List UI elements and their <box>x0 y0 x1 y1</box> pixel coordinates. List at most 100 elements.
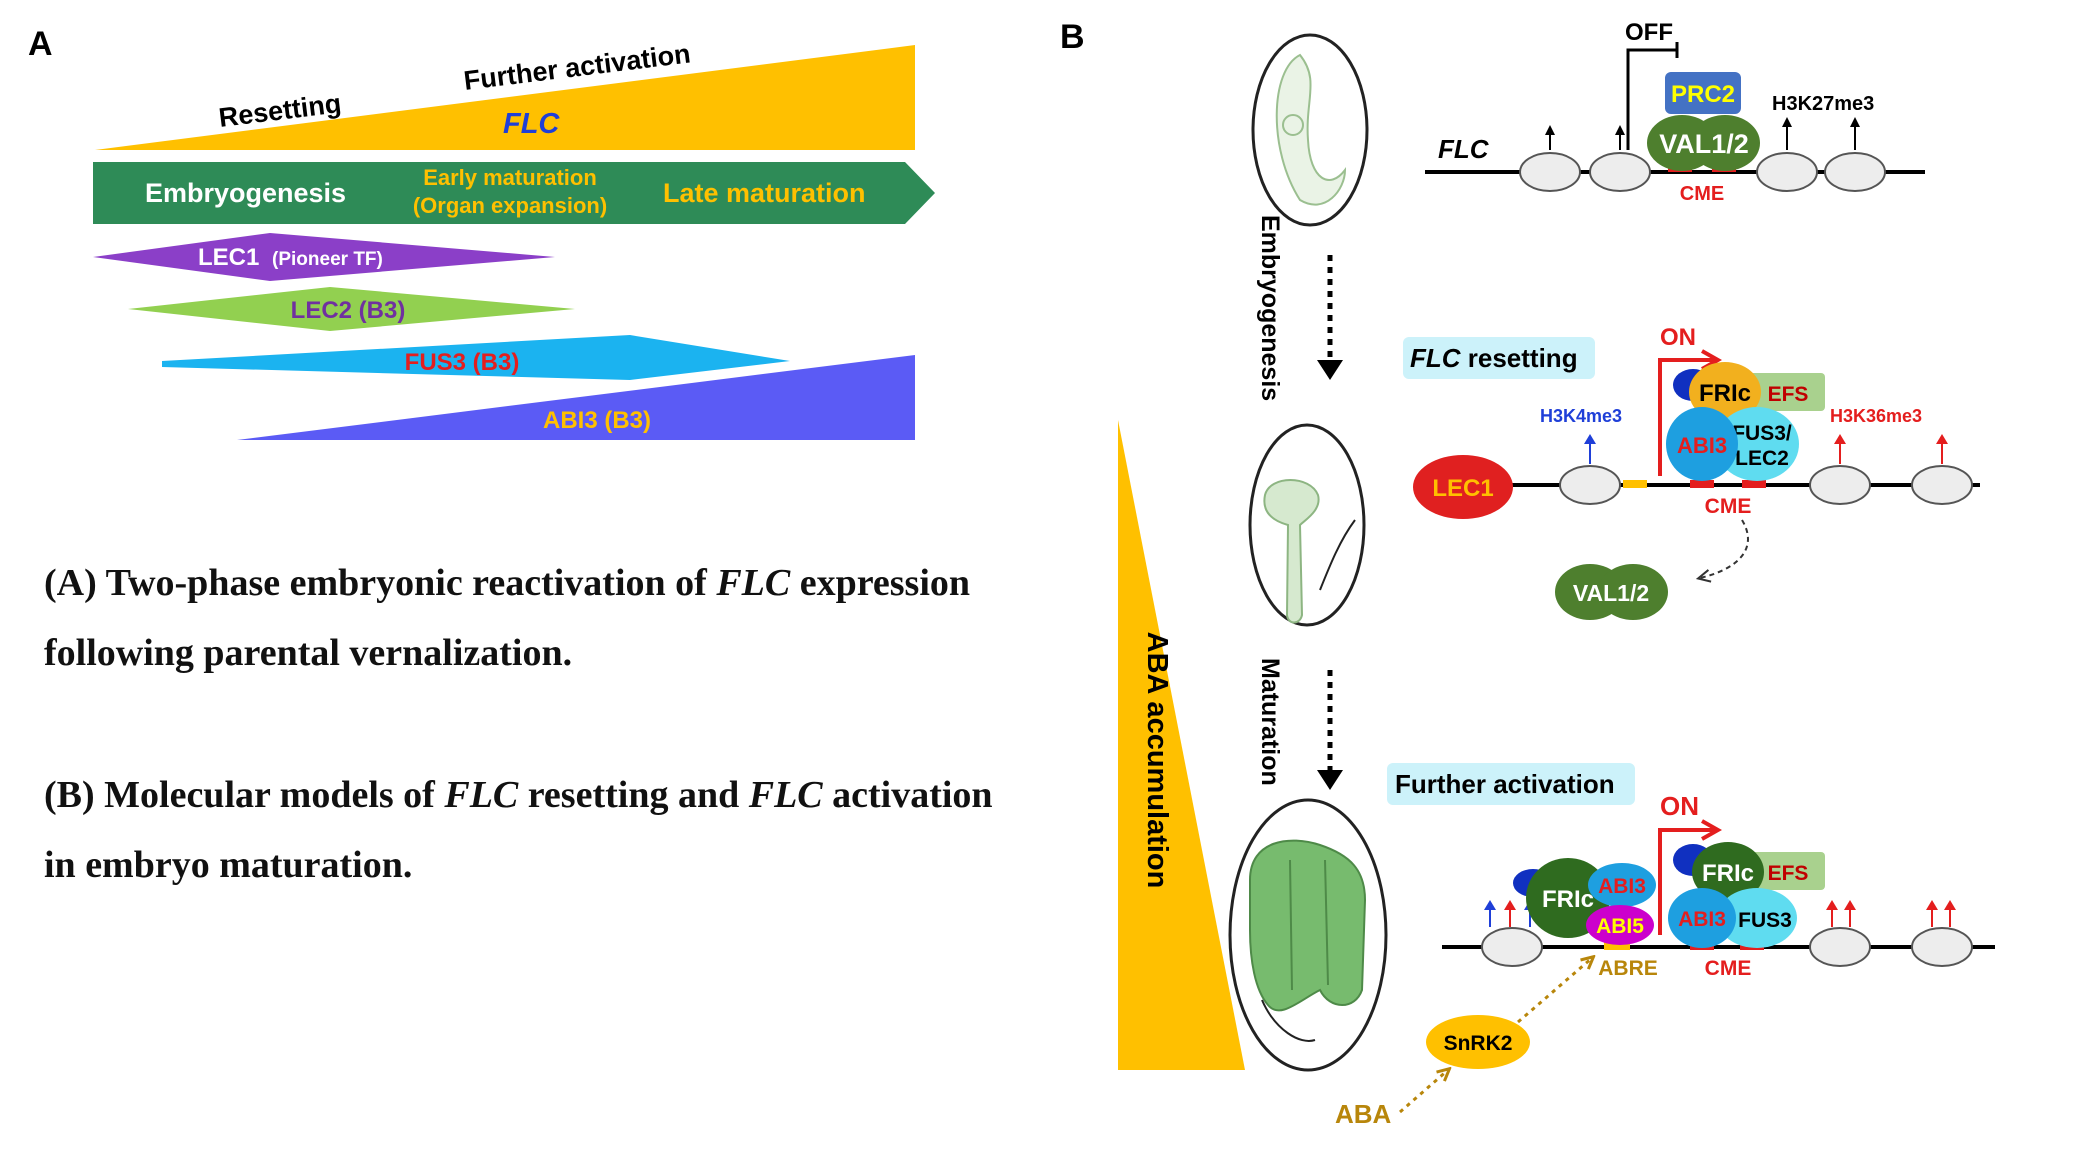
lec1-note: (Pioneer TF) <box>272 249 383 270</box>
model-further-activation: Further activation FRIc ABI3 ABI5 ABRE O… <box>1335 763 1995 1129</box>
resetting-title-gene: FLC <box>1410 343 1462 373</box>
fus3-bar <box>162 335 790 380</box>
h3k36me3-mark-head <box>1834 434 1846 444</box>
efs-box <box>1748 852 1825 890</box>
nucleosome <box>1519 152 1581 192</box>
nucleosome <box>1589 152 1651 192</box>
panel-b-label: B <box>1060 18 1085 56</box>
cme-label-middle: CME <box>1705 495 1752 518</box>
stage-early-maturation: Early maturation <box>423 165 597 190</box>
lec1-protein <box>1413 455 1513 519</box>
caption-b-mid: resetting and <box>518 774 749 816</box>
on-label-middle: ON <box>1660 324 1696 351</box>
off-repression-symbol <box>1626 42 1679 150</box>
h3k36me3-mark <box>1944 900 1956 910</box>
snrk2-to-abre-arrow <box>1517 958 1592 1024</box>
stage-arrow <box>93 162 935 224</box>
cme-label-top: CME <box>1680 183 1724 205</box>
abi3-protein-right <box>1668 888 1736 948</box>
h3k36me3-mark <box>1844 900 1856 910</box>
val12-evicted-label: VAL1/2 <box>1573 580 1649 606</box>
fus3-bar-label: FUS3 (B3) <box>405 349 520 376</box>
panel-a-label: A <box>28 25 53 63</box>
abi3-label-right: ABI3 <box>1678 908 1726 931</box>
activation-title-box <box>1387 763 1635 805</box>
flc-wedge <box>95 45 915 150</box>
fric-label-middle: FRIc <box>1699 380 1751 407</box>
h3k27me3-label: H3K27me3 <box>1772 93 1874 115</box>
caption-b-suffix: activation <box>822 774 993 816</box>
caption-a-prefix: (A) Two-phase embryonic reactivation of <box>44 562 717 604</box>
cme-site <box>1690 480 1714 488</box>
aba-accumulation-label: ABA accumulation <box>1141 632 1173 889</box>
snrk2-protein <box>1426 1015 1530 1069</box>
on-label-bottom: ON <box>1660 791 1699 821</box>
fus3-lec2-label-line2: LEC2 <box>1735 447 1789 470</box>
seed-middle <box>1248 423 1366 627</box>
resetting-title: FLC resetting <box>1410 343 1578 373</box>
val-protein-evicted <box>1598 564 1668 620</box>
val-eviction-arrow <box>1700 519 1749 578</box>
nucleosome <box>1809 927 1871 967</box>
caption-b-gene2: FLC <box>748 774 823 816</box>
cme-label-bottom: CME <box>1705 957 1752 980</box>
lec1-bar <box>93 233 555 281</box>
cme-site <box>1742 480 1766 488</box>
activation-title: Further activation <box>1395 769 1615 799</box>
model-resetting: FLC resetting H3K4me3 H3K36me3 LEC1 ON E… <box>1403 324 1980 620</box>
h3k4me3-mark-head <box>1584 434 1596 444</box>
h3k4me3-mark <box>1484 900 1496 910</box>
abi3-label-middle: ABI3 <box>1677 433 1727 458</box>
promoter-site <box>1623 480 1647 488</box>
fric-label-left: FRIc <box>1542 886 1594 913</box>
on-arrow-bottom <box>1658 830 1718 935</box>
abi3-bar-label: ABI3 (B3) <box>543 407 651 434</box>
dotted-arrow-1-head <box>1317 360 1343 380</box>
flc-gene-label: FLC <box>1438 134 1490 164</box>
snrk2-label: SnRK2 <box>1444 1032 1513 1055</box>
nucleosome <box>1911 465 1973 505</box>
caption-a-line2: following parental vernalization. <box>44 632 573 674</box>
h3k36me3-label: H3K36me3 <box>1830 406 1922 426</box>
fus3-lec2-label-line1: FUS3/ <box>1732 422 1792 445</box>
abi3-protein-left <box>1588 863 1656 907</box>
embryogenesis-vertical-label: Embryogenesis <box>1256 215 1284 401</box>
abi5-label: ABI5 <box>1596 915 1644 938</box>
abi5-protein <box>1586 905 1654 945</box>
h3k36me3-mark <box>1504 900 1516 910</box>
fric-protein <box>1689 362 1761 422</box>
efs-box <box>1748 373 1825 411</box>
prc2-box <box>1665 72 1741 114</box>
stage-late-maturation: Late maturation <box>663 178 866 208</box>
caption-b-prefix: (B) Molecular models of <box>44 774 445 816</box>
maturation-vertical-label: Maturation <box>1256 658 1284 786</box>
abi3-label-left: ABI3 <box>1598 875 1646 898</box>
caption-b-gene1: FLC <box>444 774 519 816</box>
lec1-name: LEC1 <box>198 244 259 271</box>
seed-early <box>1251 33 1369 227</box>
caption-a: (A) Two-phase embryonic reactivation of … <box>44 548 1094 688</box>
fus3-lec2-protein <box>1715 407 1799 481</box>
dotted-arrow-2-head <box>1317 770 1343 790</box>
val12-label: VAL1/2 <box>1659 129 1749 159</box>
model-off: FLC H3K27me3 OFF VAL1/2 PRC2 CME <box>1425 19 1925 205</box>
h3k4me3-label: H3K4me3 <box>1540 406 1622 426</box>
nucleosome <box>1809 465 1871 505</box>
nucleosome <box>1911 927 1973 967</box>
caption-a-suffix: expression <box>790 562 971 604</box>
nucleosome <box>1559 465 1621 505</box>
nucleosome <box>1824 152 1886 192</box>
h3k36me3-mark-head <box>1936 434 1948 444</box>
val-protein <box>1690 115 1760 171</box>
lec2-bar-label: LEC2 (B3) <box>291 297 406 324</box>
on-arrow-middle <box>1658 360 1718 476</box>
aba-wedge <box>1118 420 1245 1070</box>
stage-organ-expansion: (Organ expansion) <box>413 193 607 218</box>
caption-a-gene: FLC <box>716 562 791 604</box>
fus3-protein <box>1717 888 1797 948</box>
abi3-protein <box>1666 407 1738 481</box>
fric-label-right: FRIc <box>1702 860 1754 887</box>
efs-label-middle: EFS <box>1768 383 1809 406</box>
nucleosome <box>1756 152 1818 192</box>
